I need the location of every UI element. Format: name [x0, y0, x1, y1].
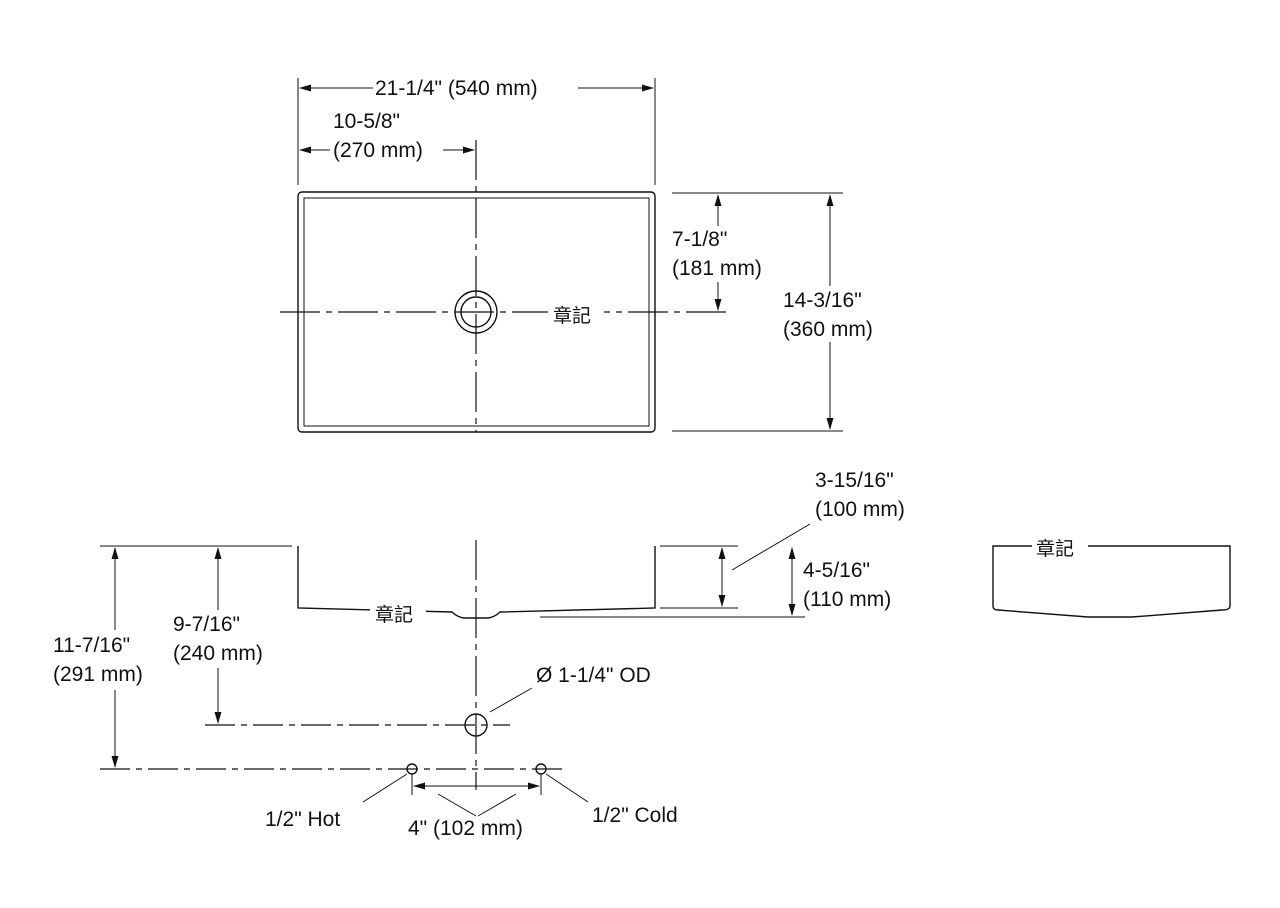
- cold-supply-leader: [545, 773, 589, 803]
- side-view-watermark: 章記: [375, 604, 413, 626]
- top-watermark-backdrop: [548, 299, 604, 327]
- drain-to-back-inch-label: 7-1/8": [672, 228, 727, 251]
- bowl-depth-mm-label: (100 mm): [815, 498, 905, 521]
- rim-supply-arrow-top: [111, 547, 119, 559]
- drain-back-arrow-bottom: [714, 299, 722, 311]
- end-watermark-backdrop: [1032, 534, 1088, 560]
- supply-spacing-arrow-left: [413, 782, 425, 790]
- depth-arrow-bottom: [826, 418, 834, 430]
- rim-to-supply-inch-label: 11-7/16": [53, 634, 130, 657]
- overall-height-arrow-bottom: [788, 604, 796, 616]
- drain-inner-circle: [460, 296, 492, 328]
- drain-outlet-circle: [464, 713, 488, 737]
- basin-end-profile: [992, 545, 1231, 618]
- drain-od-leader: [489, 687, 533, 713]
- half-width-mm-label: (270 mm): [333, 139, 423, 162]
- depth-arrow-top: [826, 194, 834, 206]
- top-view: 21-1/4" (540 mm) 10-5/8" (270 mm) 7-1/8"…: [280, 77, 873, 433]
- overall-height-arrow-top: [788, 547, 796, 559]
- half-width-arrow-left: [299, 146, 311, 154]
- half-width-inch-label: 10-5/8": [333, 110, 400, 133]
- drain-od-label: Ø 1-1/4" OD: [536, 664, 651, 687]
- cold-supply-label: 1/2" Cold: [592, 804, 678, 827]
- half-width-arrow-right: [463, 146, 475, 154]
- drain-outer-circle: [454, 290, 498, 334]
- rim-supply-arrow-bottom: [111, 756, 119, 768]
- width-arrow-right: [642, 84, 654, 92]
- hot-supply-label: 1/2" Hot: [265, 808, 340, 831]
- overall-height-inch-label: 4-5/16": [803, 559, 870, 582]
- overall-width-label: 21-1/4" (540 mm): [375, 77, 538, 100]
- drain-back-arrow-top: [714, 194, 722, 206]
- overall-height-mm-label: (110 mm): [803, 588, 891, 611]
- supply-spacing-leader-right: [477, 793, 517, 817]
- rim-drain-arrow-bottom: [214, 712, 222, 724]
- end-view-watermark: 章記: [1036, 538, 1074, 560]
- drain-to-back-mm-label: (181 mm): [672, 257, 762, 280]
- supply-spacing-leader-left: [437, 793, 477, 817]
- rim-to-supply-mm-label: (291 mm): [53, 663, 143, 686]
- hot-supply-leader: [362, 773, 408, 803]
- side-view: 3-15/16" (100 mm) 4-5/16" (110 mm) 9-7/1…: [53, 469, 905, 840]
- bowl-depth-inch-label: 3-15/16": [815, 469, 894, 492]
- bowl-depth-leader: [731, 523, 811, 571]
- overall-depth-mm-label: (360 mm): [783, 318, 873, 341]
- rim-drain-arrow-top: [214, 547, 222, 559]
- top-view-watermark: 章記: [553, 305, 591, 327]
- end-view: 章記: [992, 534, 1231, 618]
- bowl-depth-arrow-top: [718, 547, 726, 559]
- overall-depth-inch-label: 14-3/16": [783, 289, 862, 312]
- rim-to-drain-inch-label: 9-7/16": [173, 613, 240, 636]
- side-watermark-backdrop: [370, 598, 426, 626]
- rim-to-drain-mm-label: (240 mm): [173, 642, 263, 665]
- supply-spacing-label: 4" (102 mm): [408, 817, 523, 840]
- supply-spacing-arrow-right: [528, 782, 540, 790]
- width-arrow-left: [299, 84, 311, 92]
- bowl-depth-arrow-bottom: [718, 595, 726, 607]
